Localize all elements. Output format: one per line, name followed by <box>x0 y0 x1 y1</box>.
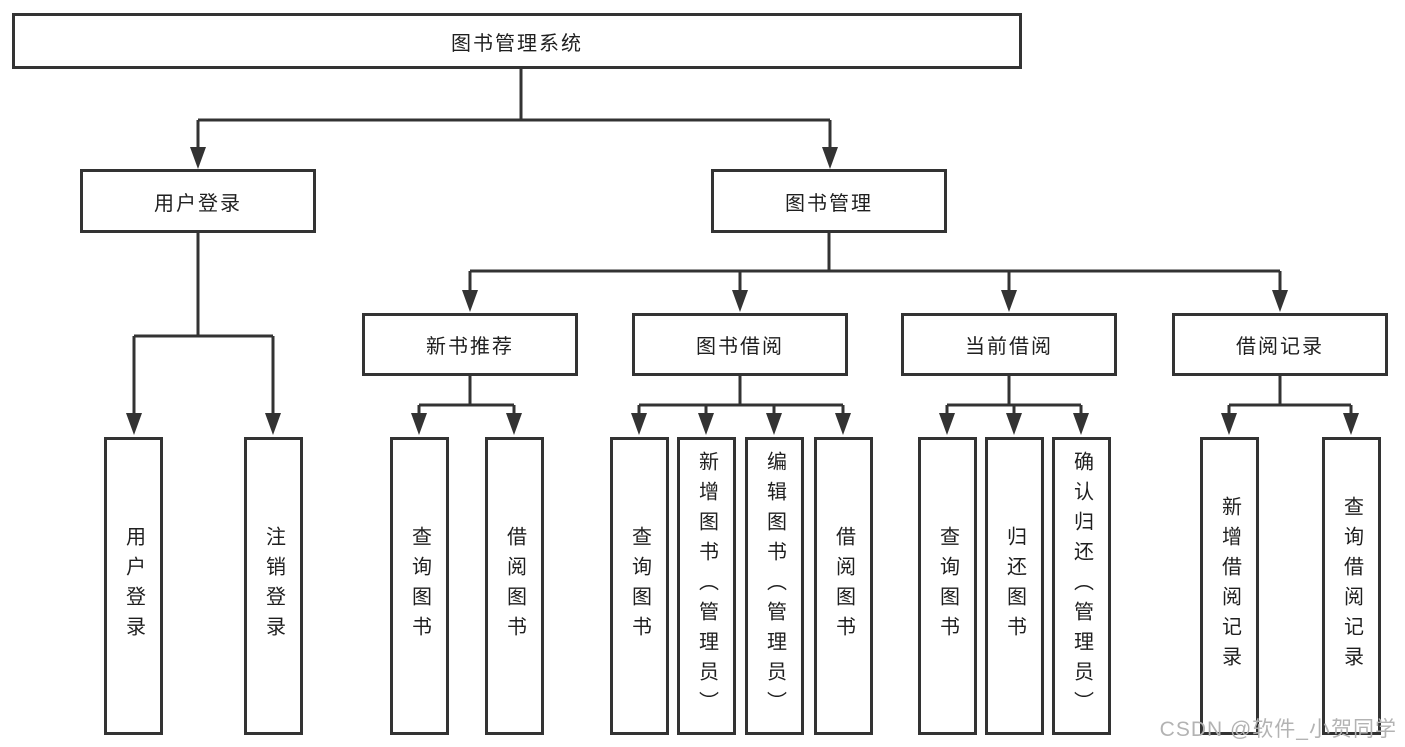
node-label: 用户登录 <box>154 192 242 215</box>
leaf-label: 编辑图书（管理员） <box>763 451 786 721</box>
node-user-login: 用户登录 <box>80 169 316 233</box>
leaf-query-book-recommend: 查询图书 <box>390 437 449 735</box>
leaf-label: 注销登录 <box>262 526 285 646</box>
node-label: 图书借阅 <box>696 336 784 358</box>
leaf-add-borrow-record: 新增借阅记录 <box>1200 437 1259 735</box>
leaf-add-book-admin: 新增图书（管理员） <box>677 437 736 735</box>
leaf-user-login: 用户登录 <box>104 437 163 735</box>
leaf-edit-book-admin: 编辑图书（管理员） <box>745 437 804 735</box>
leaf-return-book: 归还图书 <box>985 437 1044 735</box>
csdn-watermark: CSDN @软件_小贺同学 <box>1159 718 1397 741</box>
node-borrow-records: 借阅记录 <box>1172 313 1388 376</box>
node-book-management: 图书管理 <box>711 169 947 233</box>
leaf-label: 新增借阅记录 <box>1218 496 1241 676</box>
node-label: 图书管理系统 <box>451 32 583 55</box>
leaf-borrow-book: 借阅图书 <box>814 437 873 735</box>
leaf-label: 查询图书 <box>408 526 431 646</box>
leaf-label: 确认归还（管理员） <box>1070 451 1093 721</box>
leaf-label: 用户登录 <box>122 526 145 646</box>
node-current-borrow: 当前借阅 <box>901 313 1117 376</box>
leaf-query-book-current: 查询图书 <box>918 437 977 735</box>
node-label: 图书管理 <box>785 192 873 215</box>
leaf-label: 查询图书 <box>628 526 651 646</box>
leaf-borrow-book-recommend: 借阅图书 <box>485 437 544 735</box>
node-library-system: 图书管理系统 <box>12 13 1022 69</box>
node-label: 当前借阅 <box>965 336 1053 358</box>
leaf-query-borrow-record: 查询借阅记录 <box>1322 437 1381 735</box>
node-new-book-recommend: 新书推荐 <box>362 313 578 376</box>
leaf-label: 借阅图书 <box>832 526 855 646</box>
leaf-logout: 注销登录 <box>244 437 303 735</box>
node-label: 借阅记录 <box>1236 336 1324 358</box>
leaf-label: 新增图书（管理员） <box>695 451 718 721</box>
leaf-label: 查询图书 <box>936 526 959 646</box>
leaf-confirm-return-admin: 确认归还（管理员） <box>1052 437 1111 735</box>
node-book-borrow: 图书借阅 <box>632 313 848 376</box>
node-label: 新书推荐 <box>426 336 514 358</box>
leaf-label: 查询借阅记录 <box>1340 496 1363 676</box>
leaf-query-book-borrow: 查询图书 <box>610 437 669 735</box>
leaf-label: 借阅图书 <box>503 526 526 646</box>
leaf-label: 归还图书 <box>1003 526 1026 646</box>
